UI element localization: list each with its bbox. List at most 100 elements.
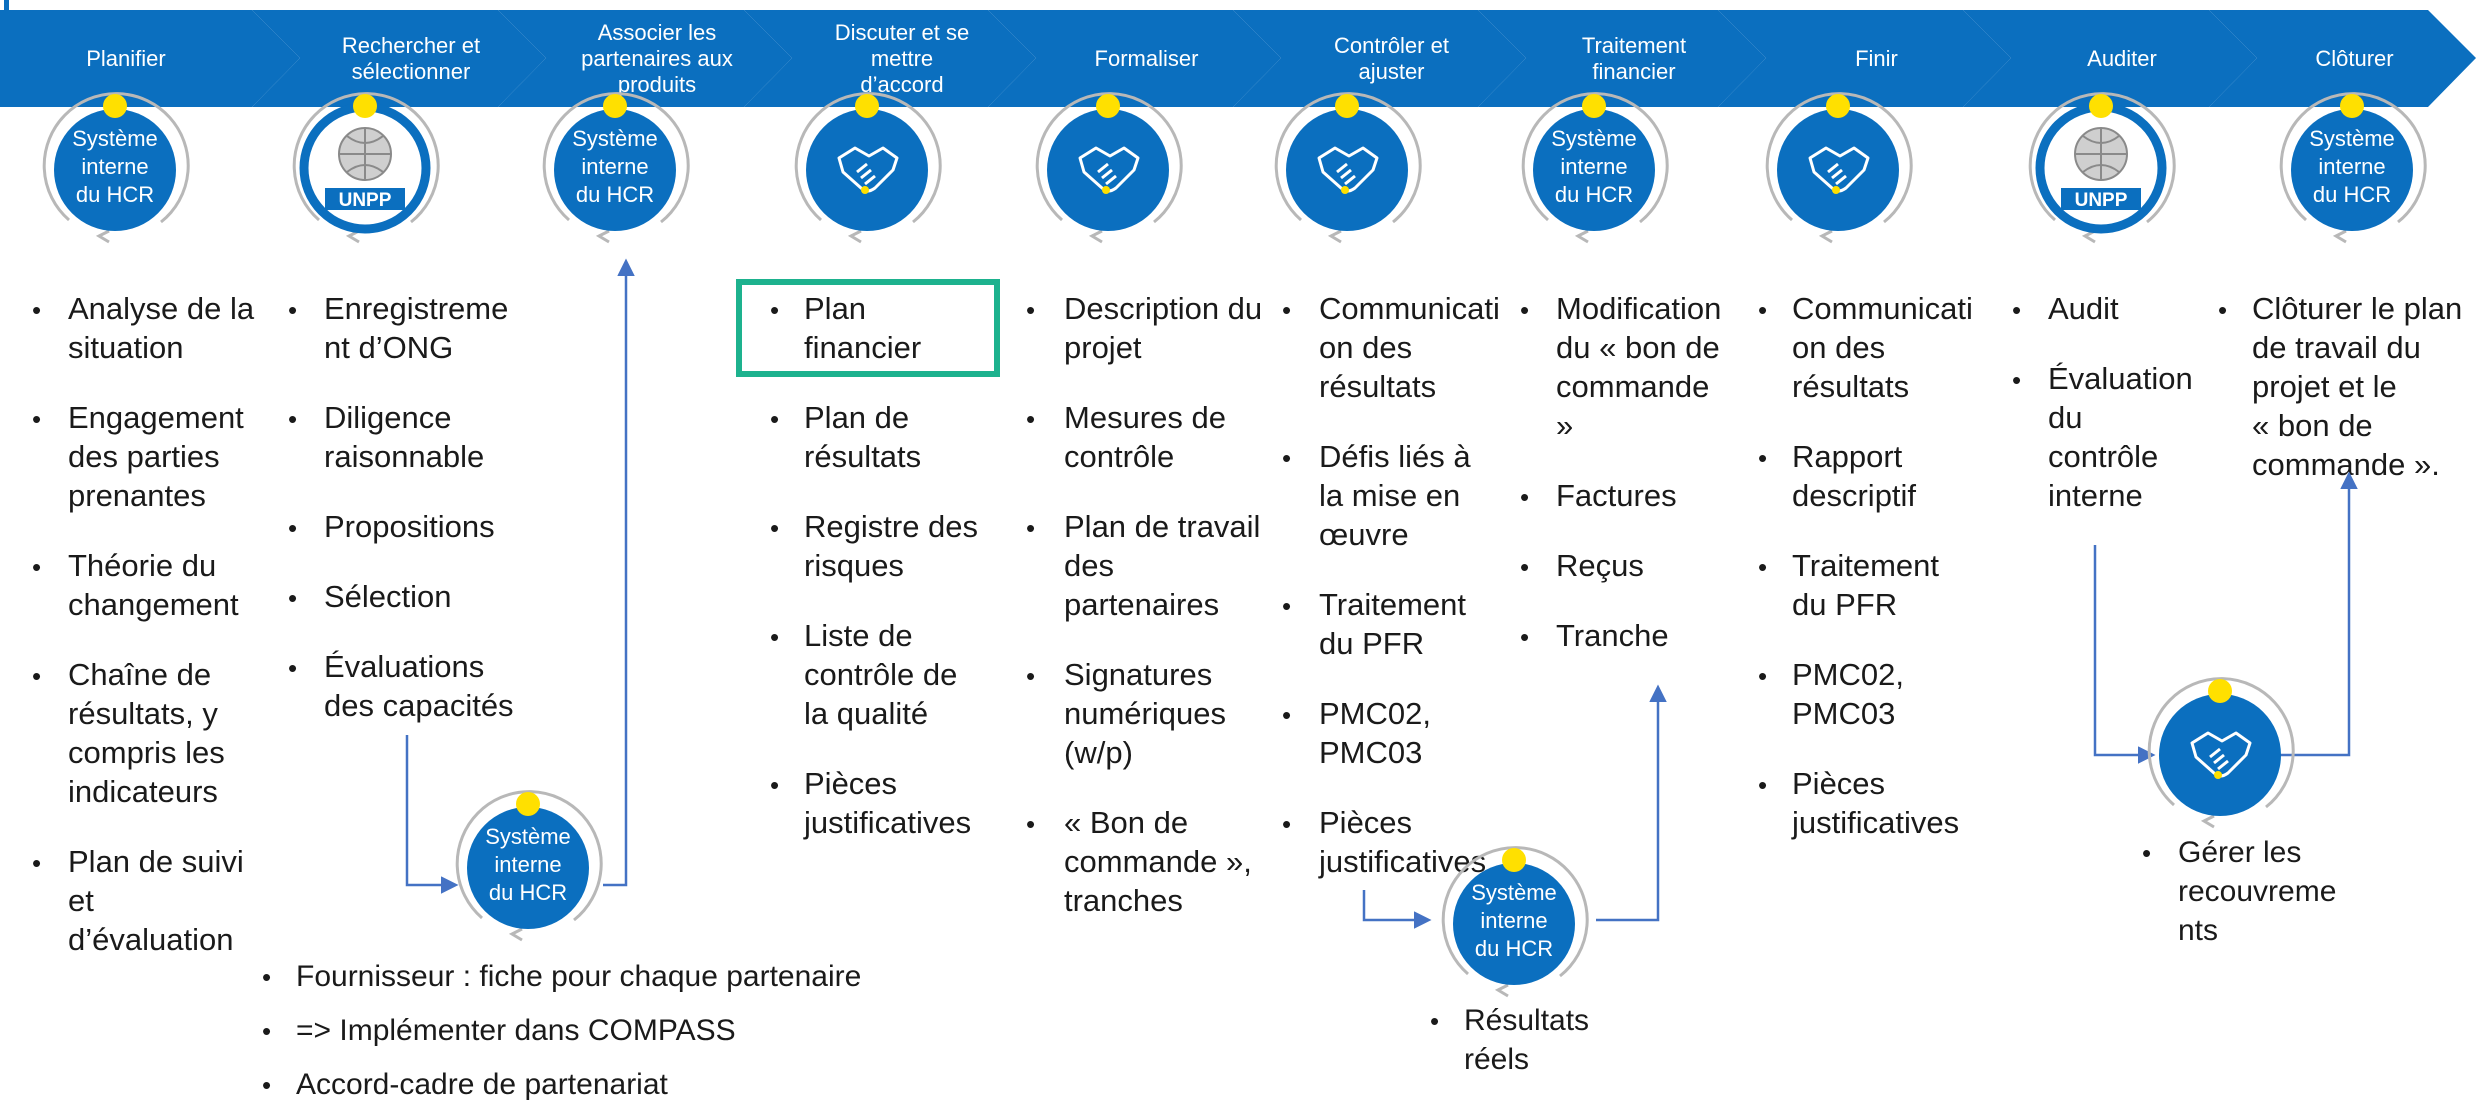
orbit-ring	[2147, 677, 2295, 809]
bullet-dot: •	[32, 661, 41, 691]
list-item-text: des	[1064, 548, 1114, 583]
handshake-icon	[2190, 731, 2252, 779]
orbit-arrow-icon	[847, 229, 862, 244]
chevron-shape	[744, 10, 1036, 107]
globe-lines-icon	[2075, 128, 2127, 180]
list-item-text: contrôle de	[804, 657, 957, 692]
list-item: •PMC02,PMC03	[1282, 696, 1431, 770]
highlight-box	[736, 279, 1000, 377]
system-label: du HCR	[489, 880, 567, 905]
list-item-text: PMC02,	[1792, 657, 1904, 692]
list-item-text: tranches	[1064, 883, 1183, 918]
list-item-text: « bon de	[2252, 408, 2373, 443]
list-item-text: Communicati	[1319, 291, 1500, 326]
stage-circle	[1533, 109, 1655, 231]
handshake-fingers	[1336, 162, 1356, 186]
list-item-text: raisonnable	[324, 439, 484, 474]
list-item-text: Évaluation	[2048, 361, 2193, 396]
list-item-text: résultats	[1319, 369, 1436, 404]
list-item-text: réels	[1464, 1043, 1529, 1076]
stage-icon-4	[794, 92, 942, 244]
list-item: •Factures	[1520, 478, 1677, 513]
orbit-ring	[2028, 92, 2176, 224]
unpp-banner	[2061, 188, 2141, 210]
stage-label: Clôturer	[2315, 46, 2393, 71]
handshake-dot	[861, 186, 869, 194]
list-item-text: PMC02,	[1319, 696, 1431, 731]
list-item-text: on des	[1319, 330, 1412, 365]
system-label: Système	[72, 126, 158, 151]
chevron-shape	[252, 10, 546, 107]
system-label: Système	[2309, 126, 2395, 151]
list-item: •Tranche	[1520, 618, 1669, 653]
list-item-text: du PFR	[1319, 626, 1424, 661]
list-item-text: Traitement	[1319, 587, 1466, 622]
list-item-text: (w/p)	[1064, 735, 1133, 770]
handshake-icon	[1808, 146, 1870, 194]
connector-arrow	[1362, 890, 1432, 929]
top-knob	[1502, 848, 1526, 872]
list-item-text: Pièces	[1792, 766, 1885, 801]
bullet-dot: •	[2218, 295, 2227, 325]
list-item-text: Défis liés à	[1319, 439, 1471, 474]
handshake-icon	[837, 146, 899, 194]
top-knob	[2340, 94, 2364, 118]
list-item-text: Diligence	[324, 400, 452, 435]
bullet-dot: •	[262, 1070, 271, 1100]
orbit-arrow-icon	[2332, 229, 2347, 244]
bullet-dot: •	[1758, 295, 1767, 325]
list-item-text: Plan de travail	[1064, 509, 1260, 544]
stage-chevron-9: Auditer	[1963, 10, 2257, 107]
top-knob	[1335, 94, 1359, 118]
system-label: du HCR	[76, 182, 154, 207]
system-label: du HCR	[1475, 936, 1553, 961]
list-item-text: Pièces	[1319, 805, 1412, 840]
stage-circle	[1777, 109, 1899, 231]
bullet-dot: •	[288, 404, 297, 434]
bullet-dot: •	[32, 848, 41, 878]
connector-arrow	[2093, 545, 2156, 764]
top-knob	[603, 94, 627, 118]
list-item-text: interne	[2048, 478, 2143, 513]
top-knob	[1826, 94, 1850, 118]
bullet-dot: •	[1026, 295, 1035, 325]
list-item-text: du PFR	[1792, 587, 1897, 622]
bullet-dot: •	[1520, 295, 1529, 325]
list-item-text: commande	[1556, 369, 1709, 404]
list-item-text: on des	[1792, 330, 1885, 365]
bullet-dot: •	[770, 622, 779, 652]
list-item-text: Liste de	[804, 618, 913, 653]
handshake-dot	[1341, 186, 1349, 194]
list-item-text: Reçus	[1556, 548, 1644, 583]
globe-lines-icon	[339, 128, 391, 180]
list-item-text: Pièces	[804, 766, 897, 801]
list-item-text: nts	[2178, 914, 2218, 947]
list-item-text: du	[2048, 400, 2082, 435]
top-knob	[855, 94, 879, 118]
list-item-text: Plan de	[804, 400, 909, 435]
list-item-text: résultats, y	[68, 696, 218, 731]
bullet-dot: •	[1026, 809, 1035, 839]
handshake-fingers	[1827, 162, 1847, 186]
handshake-dot	[1832, 186, 1840, 194]
bullet-dot: •	[1758, 443, 1767, 473]
unpp-banner	[325, 188, 405, 210]
list-item-text: risques	[804, 548, 904, 583]
stage-label: Planifier	[86, 46, 165, 71]
list-item-text: des capacités	[324, 688, 514, 723]
handshake-dot	[2214, 771, 2222, 779]
list-item: •Audit	[2012, 291, 2119, 326]
chevron-shape	[2209, 10, 2476, 107]
